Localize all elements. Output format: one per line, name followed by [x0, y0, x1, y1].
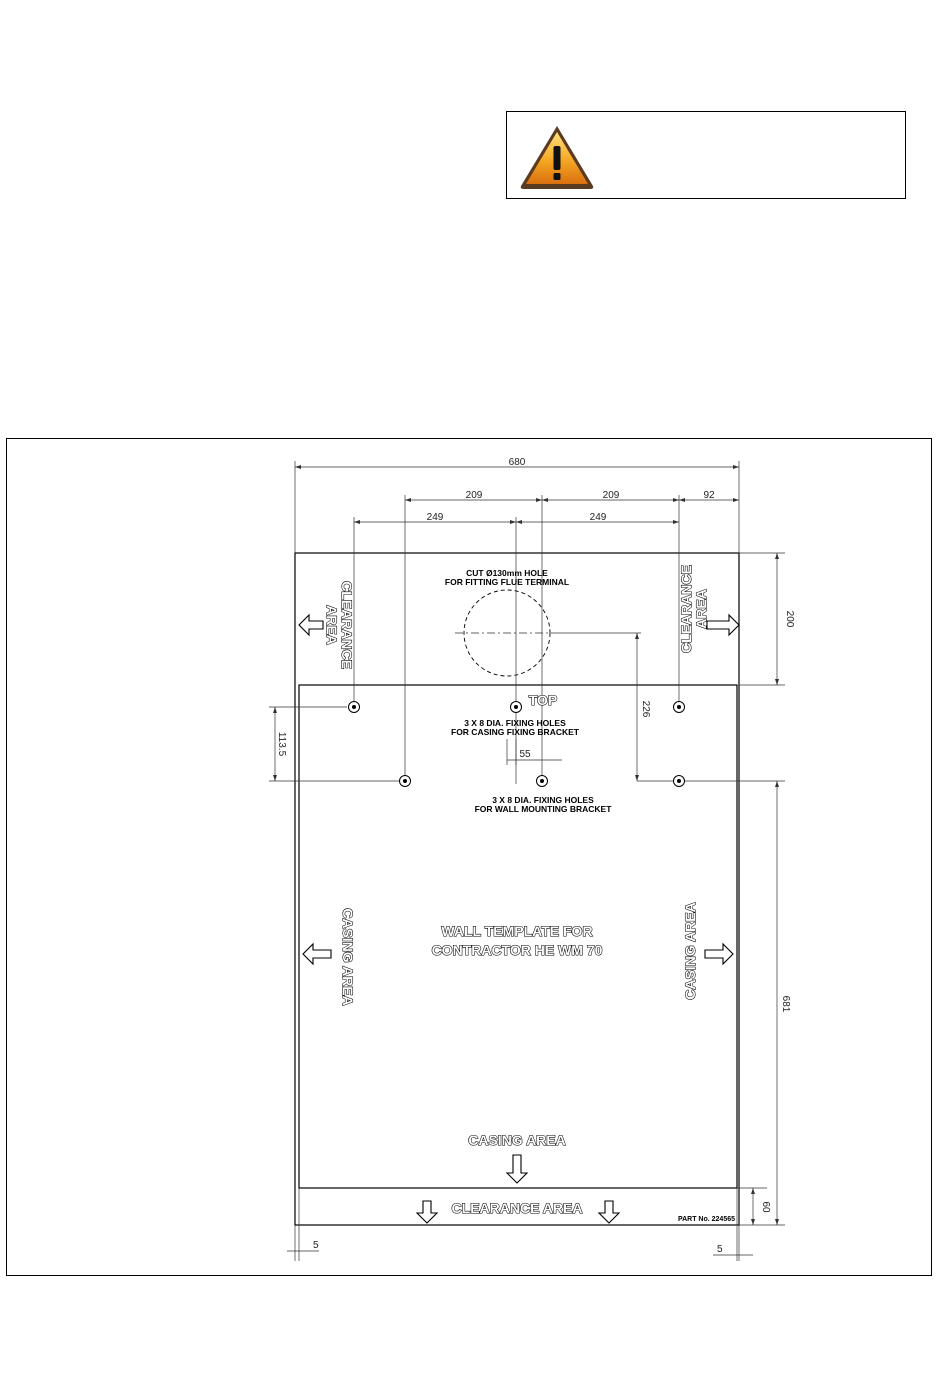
- fixing-hole: [399, 775, 411, 787]
- top-label: TOP: [529, 692, 558, 708]
- wall-holes-label-2: FOR WALL MOUNTING BRACKET: [475, 804, 613, 814]
- dim-681: 681: [679, 780, 791, 1226]
- dim-label-60: 60: [760, 1201, 771, 1213]
- fixing-hole: [536, 775, 548, 787]
- casing-fixing-holes: [348, 701, 685, 713]
- dim-right-200: 200: [739, 552, 795, 686]
- dim-label-55: 55: [519, 749, 531, 760]
- clearance-right-label-1: CLEARANCE: [678, 565, 694, 653]
- dim-label-226: 226: [640, 701, 651, 718]
- dim-label-113-5: 113.5: [276, 732, 287, 757]
- dim-label-209-right: 209: [603, 490, 620, 501]
- dim-226: 226: [552, 632, 679, 782]
- arrow-down-icon: [415, 1200, 439, 1224]
- fixing-hole: [510, 701, 522, 713]
- arrow-left-icon: [302, 942, 332, 966]
- casing-holes-label-1: 3 X 8 DIA. FIXING HOLES: [464, 718, 566, 728]
- dim-label-200: 200: [784, 611, 795, 628]
- dim-label-249-left: 249: [427, 512, 444, 523]
- dim-bottom-5: 5 5: [287, 1188, 753, 1261]
- arrow-down-icon: [505, 1154, 529, 1184]
- dim-55: 55: [506, 739, 562, 765]
- dim-label-92: 92: [703, 490, 715, 501]
- casing-right-label: CASING AREA: [682, 902, 698, 1000]
- wall-holes-label-1: 3 X 8 DIA. FIXING HOLES: [492, 795, 594, 805]
- dim-label-5-left: 5: [313, 1240, 319, 1251]
- wall-template-drawing: 680 209 209 92 249 249 20: [269, 457, 795, 1261]
- flue-hole: [455, 589, 552, 677]
- casing-left-label: CASING AREA: [340, 908, 356, 1006]
- dim-label-680: 680: [509, 457, 526, 468]
- clearance-left-label-2: AREA: [324, 605, 340, 645]
- dim-60: 60: [737, 1187, 771, 1225]
- clearance-right-label-2: AREA: [693, 589, 709, 629]
- part-number: PART No. 224565: [678, 1216, 735, 1223]
- arrow-left-icon: [298, 613, 324, 637]
- fixing-hole: [348, 701, 360, 713]
- dim-label-249-right: 249: [590, 512, 607, 523]
- clearance-left-label-1: CLEARANCE: [339, 581, 355, 669]
- fixing-hole: [673, 701, 685, 713]
- dim-label-681: 681: [780, 996, 791, 1013]
- arrow-down-icon: [597, 1200, 621, 1224]
- warning-box: [506, 111, 906, 199]
- drawing-frame: 680 209 209 92 249 249 20: [6, 438, 932, 1276]
- template-title-1: WALL TEMPLATE FOR: [441, 923, 592, 939]
- arrow-right-icon: [704, 942, 734, 966]
- template-outline: [294, 552, 740, 1226]
- dim-label-5-right: 5: [717, 1244, 723, 1255]
- dim-top-row: 209 209 92: [404, 490, 739, 784]
- dim-113-5: 113.5: [269, 706, 399, 782]
- clearance-bottom-label: CLEARANCE AREA: [452, 1200, 583, 1216]
- fixing-hole: [673, 775, 685, 787]
- casing-outline: [298, 684, 738, 1189]
- template-title-2: CONTRACTOR HE WM 70: [432, 942, 603, 958]
- warning-triangle-icon: [520, 126, 594, 189]
- casing-bottom-label: CASING AREA: [468, 1132, 566, 1148]
- flue-hole-label-2: FOR FITTING FLUE TERMINAL: [445, 577, 569, 587]
- arrow-right-icon: [706, 613, 740, 637]
- dim-overall-width: 680: [294, 457, 740, 553]
- wall-fixing-holes: [399, 775, 685, 787]
- flue-hole-label-1: CUT Ø130mm HOLE: [466, 568, 548, 578]
- casing-holes-label-2: FOR CASING FIXING BRACKET: [451, 727, 580, 737]
- dim-label-209-left: 209: [466, 490, 483, 501]
